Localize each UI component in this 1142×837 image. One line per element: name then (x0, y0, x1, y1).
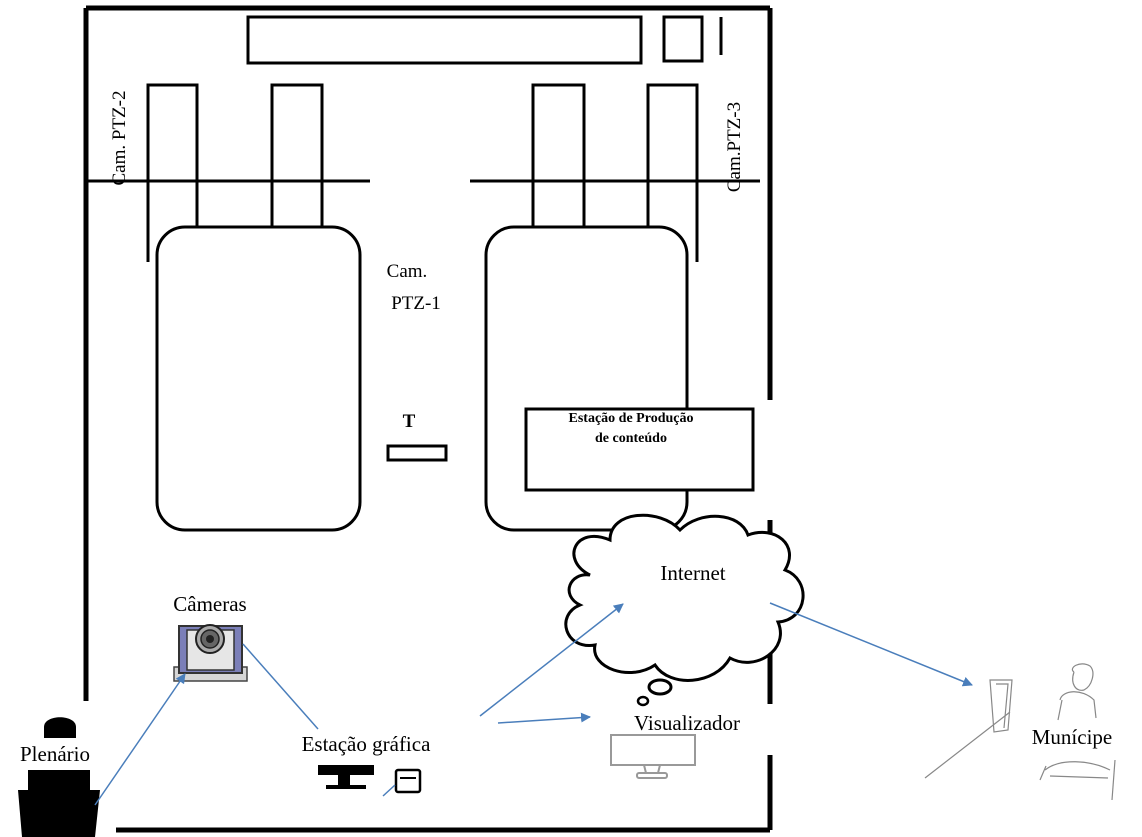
connection-arrows (94, 602, 973, 806)
production-station-label-2: de conteúdo (595, 431, 667, 446)
viewer-label: Visualizador (634, 711, 740, 735)
video-camera-icon (173, 624, 248, 682)
t-marker-label: T (403, 411, 416, 432)
top-panel (246, 15, 643, 65)
arrow-workstation-to-internet (479, 603, 624, 717)
corner-element (662, 15, 723, 63)
cloud-icon (564, 513, 805, 707)
arrow-workstation-to-speaker (382, 784, 396, 797)
cameras-label: Câmeras (173, 592, 246, 616)
cam-ptz-1-label: Cam. (387, 261, 428, 282)
monitor-icon (610, 734, 696, 779)
arrow-plenario-to-cameras (94, 673, 186, 806)
cam-ptz-1-label-2: PTZ-1 (391, 293, 441, 314)
cam-ptz-2-label: Cam. PTZ-2 (109, 91, 130, 186)
citizen-label-bg (1018, 722, 1126, 752)
arrow-workstation-to-viewer (497, 712, 591, 724)
plenario-label: Plenário (20, 742, 90, 766)
arrow-internet-to-citizen (769, 602, 973, 687)
production-station-box (524, 407, 755, 492)
cam-ptz-3-label: Cam.PTZ-3 (724, 102, 745, 192)
speaker-person-icon (18, 717, 100, 837)
production-station-label: Estação de Produção (569, 411, 694, 426)
arrow-cameras-to-workstation (242, 643, 319, 730)
citizen-label: Munícipe (1032, 725, 1112, 749)
desktop-computer-icon (318, 765, 422, 794)
plenario-label-bg (0, 738, 116, 770)
graphic-station-label: Estação gráfica (302, 732, 432, 756)
internet-label: Internet (660, 561, 725, 585)
person-at-computer-icon (924, 663, 1116, 801)
right-table-supports (531, 83, 699, 262)
left-table (155, 225, 362, 532)
t-marker-box (386, 444, 448, 462)
left-table-supports (146, 83, 324, 262)
